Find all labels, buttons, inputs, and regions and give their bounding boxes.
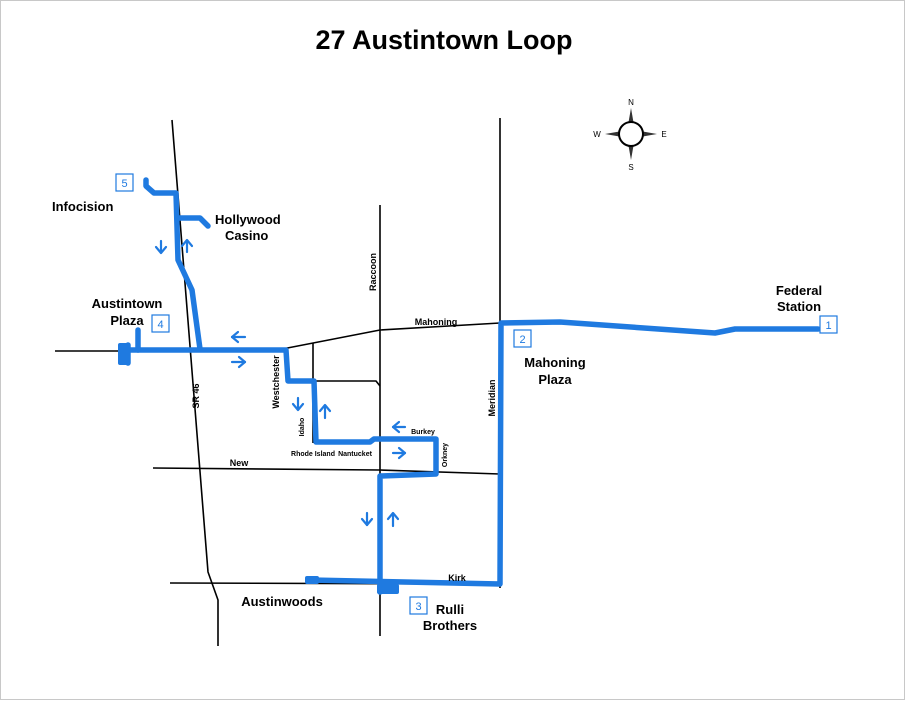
stop-1-number: 1 <box>825 320 831 332</box>
direction-arrows <box>154 238 407 528</box>
map-title: 27 Austintown Loop <box>316 25 573 55</box>
rulli-brothers-terminal-marker <box>377 584 399 594</box>
place-labels: Infocision Hollywood Casino Austintown P… <box>52 199 822 633</box>
rulli-brothers-label-line1: Rulli <box>436 602 464 617</box>
austintown-plaza-label-line2: Plaza <box>110 313 144 328</box>
kirk-street-label: Kirk <box>448 573 467 583</box>
compass-south-label: S <box>628 163 633 172</box>
arrow-right-icon <box>391 446 407 460</box>
hollywood-casino-label-line1: Hollywood <box>215 212 281 227</box>
stop-4-marker[interactable]: 4 <box>151 314 170 333</box>
rhode-island-street-label: Rhode Island <box>291 451 335 458</box>
compass-ring <box>618 121 644 147</box>
arrow-left-icon <box>391 420 407 434</box>
orkney-street-label: Orkney <box>442 443 449 467</box>
stop-5-box <box>115 173 134 192</box>
austinwoods-label: Austinwoods <box>241 594 323 609</box>
stop-4-box <box>151 314 170 333</box>
infocision-label: Infocision <box>52 199 113 214</box>
mahoning-plaza-label-line2: Plaza <box>538 372 572 387</box>
westchester-street-label: Westchester <box>271 355 281 409</box>
compass-north-label: N <box>628 98 634 107</box>
arrow-up-icon <box>318 403 332 420</box>
nantucket-street-label: Nantucket <box>338 451 373 458</box>
stop-4-number: 4 <box>157 319 163 331</box>
stop-3-box <box>409 596 428 615</box>
route-markers <box>118 343 399 594</box>
arrow-up-icon <box>386 511 400 528</box>
stop-2-number: 2 <box>519 334 525 346</box>
compass-east-label: E <box>661 130 666 139</box>
route-westchester-loop <box>119 347 439 595</box>
arrow-down-icon <box>154 239 168 255</box>
meridian-street-label: Meridian <box>487 379 497 416</box>
hollywood-casino-label-line2: Casino <box>225 228 268 243</box>
route-hollywood-spur <box>175 215 211 229</box>
route-27-path <box>119 177 821 595</box>
idaho-street-label: Idaho <box>299 418 306 437</box>
arrow-down-icon <box>291 396 305 412</box>
arrow-right-icon <box>230 355 247 369</box>
rulli-brothers-label-line2: Brothers <box>423 618 477 633</box>
austintown-plaza-label-line1: Austintown <box>92 296 163 311</box>
route-meridian-mahoning-segment <box>307 319 821 587</box>
stop-markers: 1 2 3 4 5 <box>115 173 838 615</box>
stop-2-box <box>513 329 532 348</box>
federal-station-label-line2: Station <box>777 299 821 314</box>
new-road <box>152 467 501 475</box>
new-street-label: New <box>230 458 250 468</box>
kirk-route-end-marker <box>305 576 319 584</box>
compass-west-label: W <box>593 130 601 139</box>
stop-5-number: 5 <box>121 178 127 190</box>
arrow-down-icon <box>360 511 374 527</box>
route-sr46-segment <box>143 177 203 352</box>
sr46-street-label: SR 46 <box>191 383 201 408</box>
compass-rose-icon: N S W E <box>593 98 666 172</box>
austintown-plaza-terminal-marker <box>118 343 130 365</box>
stop-3-marker[interactable]: 3 <box>409 596 428 615</box>
sr46-road <box>171 119 219 646</box>
raccoon-street-label: Raccoon <box>368 253 378 291</box>
street-labels: Mahoning Raccoon Meridian SR 46 Westches… <box>191 253 497 583</box>
stop-3-number: 3 <box>415 601 421 613</box>
stop-1-box <box>819 315 838 334</box>
burkey-street-label: Burkey <box>411 429 435 436</box>
stop-5-marker[interactable]: 5 <box>115 173 134 192</box>
stop-1-marker[interactable]: 1 <box>819 315 838 334</box>
federal-station-label-line1: Federal <box>776 283 822 298</box>
arrow-up-icon <box>180 238 194 254</box>
stop-2-marker[interactable]: 2 <box>513 329 532 348</box>
mahoning-street-label: Mahoning <box>415 317 458 327</box>
mahoning-plaza-label-line1: Mahoning <box>524 355 585 370</box>
idaho-connector-road <box>313 380 381 387</box>
arrow-left-icon <box>230 330 247 344</box>
